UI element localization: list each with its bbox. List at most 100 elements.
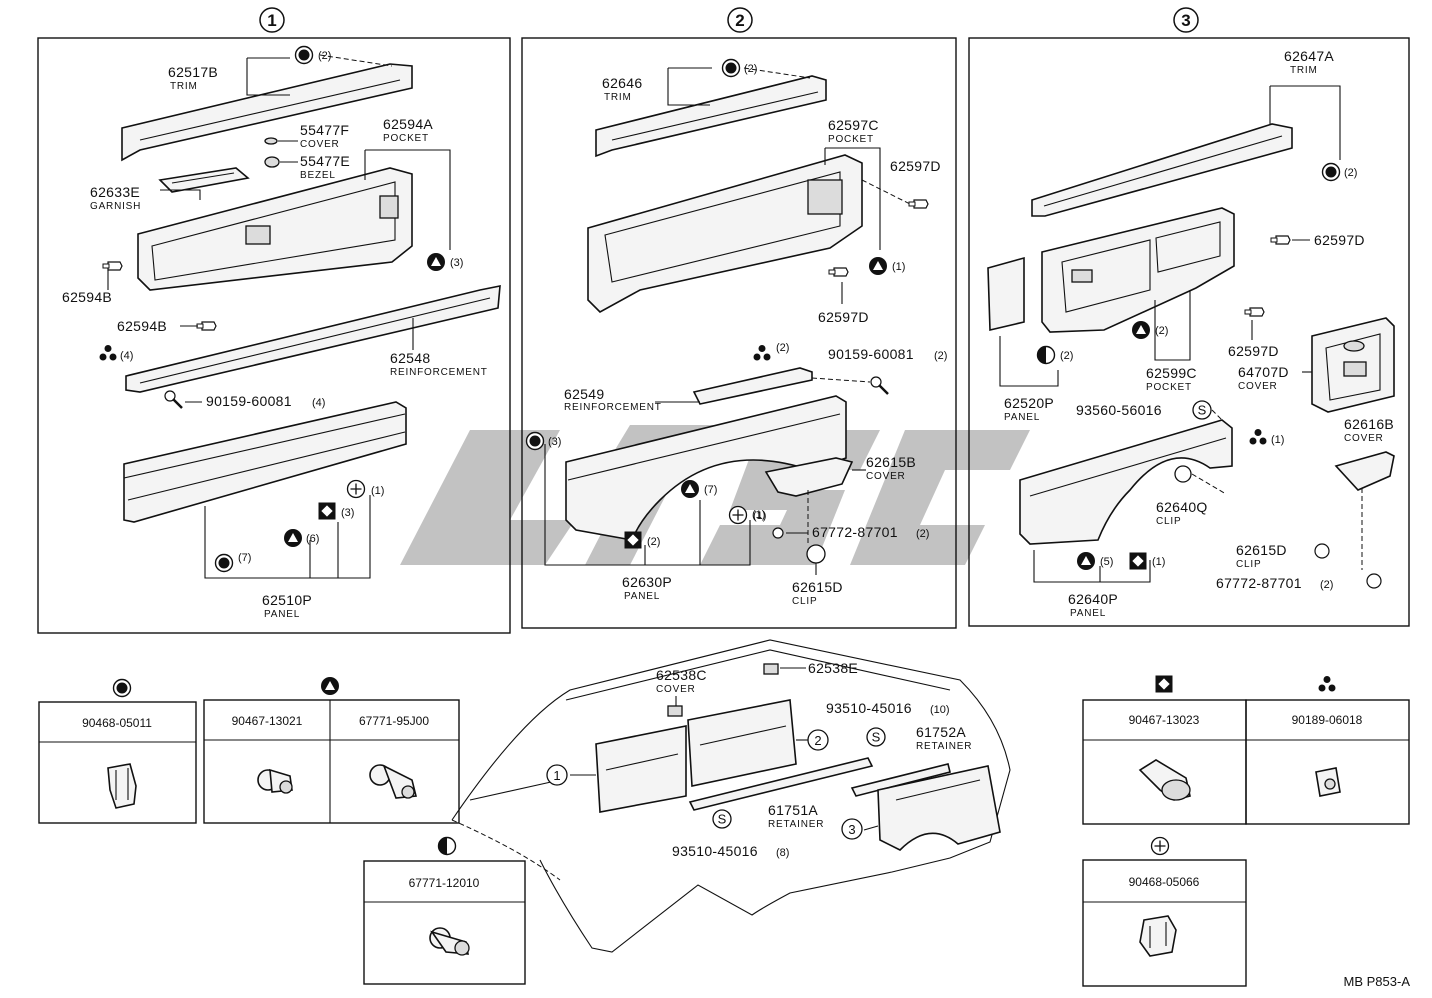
diagram-label: 62517B — [168, 64, 218, 80]
diagram-label: (2) — [934, 350, 947, 362]
diagram-label: 1 — [553, 768, 560, 783]
diagram-label: (6) — [306, 533, 319, 545]
panel-62640p-shape — [1019, 419, 1233, 545]
clip-small-symbol-icon — [908, 199, 929, 209]
diagram-label: POCKET — [1146, 382, 1192, 393]
diagram-label: (1) — [892, 261, 905, 273]
clip-small-symbol-icon — [102, 261, 123, 271]
dots-symbol-icon — [1249, 429, 1267, 445]
diagram-label: 90467-13023 — [1129, 713, 1200, 727]
section-3-parts: (2) 62647A TRIM (2) 62599C POCKET 62597D… — [987, 48, 1395, 619]
diagram-label: 90467-13021 — [232, 714, 303, 728]
section-3-marker: 3 — [1173, 7, 1199, 33]
dots-symbol-icon — [753, 345, 771, 361]
circle-symbol — [294, 45, 314, 65]
diagram-label: 90159-60081 — [206, 393, 292, 409]
sq-symbol-icon — [1155, 675, 1173, 693]
clip-small-symbol-icon — [828, 267, 849, 277]
pocket-62594a-shape — [137, 167, 413, 291]
diagram-label: (5) — [1100, 556, 1113, 568]
trim-62517b-shape — [121, 63, 413, 162]
section-2-marker: 2 — [727, 7, 753, 33]
diagram-label: (7) — [704, 484, 717, 496]
diagram-label: COVER — [866, 471, 906, 482]
diagram-label: 67771-12010 — [409, 876, 480, 890]
diagram-label: COVER — [656, 684, 696, 695]
bolt-shape — [772, 527, 784, 539]
section-1-parts: (2) 62517B TRIM 55477F COVER 55477E BEZE… — [62, 45, 501, 620]
legend-triangle: 90467-13021 67771-95J00 — [203, 677, 460, 824]
tri-symbol-icon — [1077, 552, 1095, 570]
diagram-label: PANEL — [624, 591, 660, 602]
trim-62647a-shape — [1031, 123, 1293, 217]
diagram-label: (2) — [916, 528, 929, 540]
diagram-label: GARNISH — [90, 201, 141, 212]
diagram-label: (2) — [776, 342, 789, 354]
diagram-label: (2) — [318, 50, 331, 62]
diagram-label: 62646 — [602, 75, 642, 91]
diagram-label: 2 — [814, 733, 821, 748]
cover-62616b-shape — [1334, 451, 1395, 491]
diagram-label: (10) — [930, 704, 950, 716]
tri-symbol-icon — [284, 529, 302, 547]
legend-dots: 90189-06018 — [1245, 676, 1410, 825]
diagram-label: (4) — [120, 350, 133, 362]
diagram-label: BEZEL — [300, 170, 336, 181]
diagram-label: TRIM — [170, 81, 198, 92]
diagram-label: 93510-45016 — [826, 700, 912, 716]
diagram-label: (2) — [1155, 325, 1168, 337]
clip-small-symbol-icon — [196, 321, 217, 331]
clip-small-symbol-icon — [1270, 235, 1291, 245]
dots-symbol-icon — [99, 345, 117, 361]
diagram-label: RETAINER — [916, 741, 972, 752]
diagram-label: COVER — [1238, 381, 1278, 392]
diagram-label: 62548 — [390, 350, 430, 366]
diagram-label: PANEL — [1070, 608, 1106, 619]
bezel-55477e-shape — [264, 156, 280, 168]
clip-small-symbol-icon — [1244, 307, 1265, 317]
circle-symbol-icon — [1321, 162, 1341, 182]
garnish-62633e-shape — [158, 167, 250, 193]
legend-circle: 90468-05011 — [38, 678, 197, 824]
screw-small-symbol-icon — [869, 375, 890, 396]
diagram-label: POCKET — [383, 133, 429, 144]
circle-symbol-icon — [525, 431, 545, 451]
diagram-label: CLIP — [792, 596, 817, 607]
circle-symbol-icon — [721, 58, 741, 78]
diagram-label: (3) — [548, 436, 561, 448]
diagram-label: TRIM — [604, 92, 632, 103]
diagram-label: 62597C — [828, 117, 879, 133]
diagram-label: 62538E — [808, 660, 858, 676]
legend-plus: 90468-05066 — [1082, 836, 1247, 987]
diagram-label: 90159-60081 — [828, 346, 914, 362]
diagram-label: CLIP — [1236, 559, 1261, 570]
sq-symbol-icon — [1129, 552, 1147, 570]
sq-symbol-icon — [624, 531, 642, 549]
diagram-label: 62594A — [383, 116, 433, 132]
diagram-label: (7) — [238, 552, 251, 564]
diagram-label: REINFORCEMENT — [390, 367, 488, 378]
vehicle-overview: 1 2 3 62538C COVER 62538E 93510-45016 (1… — [451, 639, 1011, 953]
circle-symbol-icon — [214, 553, 234, 573]
diagram-label: 62615D — [1236, 542, 1287, 558]
plus-symbol-icon — [1150, 836, 1170, 856]
diagram-label: 62647A — [1284, 48, 1334, 64]
cover-55477f-shape — [264, 137, 278, 145]
dots-symbol-icon — [1318, 676, 1336, 692]
half-symbol-icon — [1036, 345, 1056, 365]
pocket-62597c-shape — [587, 154, 863, 313]
diagram-label: 62594B — [62, 289, 112, 305]
diagram-label: (2) — [1344, 167, 1357, 179]
s-symbol-icon — [1192, 400, 1212, 420]
diagram-label: 62597D — [818, 309, 869, 325]
legend-square: 90467-13023 — [1082, 675, 1247, 825]
diagram-label: 61752A — [916, 724, 966, 740]
diagram-label: COVER — [1344, 433, 1384, 444]
s-symbol-icon — [866, 727, 886, 747]
diagram-label: 90189-06018 — [1292, 713, 1363, 727]
diagram-label: 55477E — [300, 153, 350, 169]
diagram-label: (1) — [753, 510, 766, 522]
diagram-label: (2) — [1060, 350, 1073, 362]
sq-symbol-icon — [318, 502, 336, 520]
